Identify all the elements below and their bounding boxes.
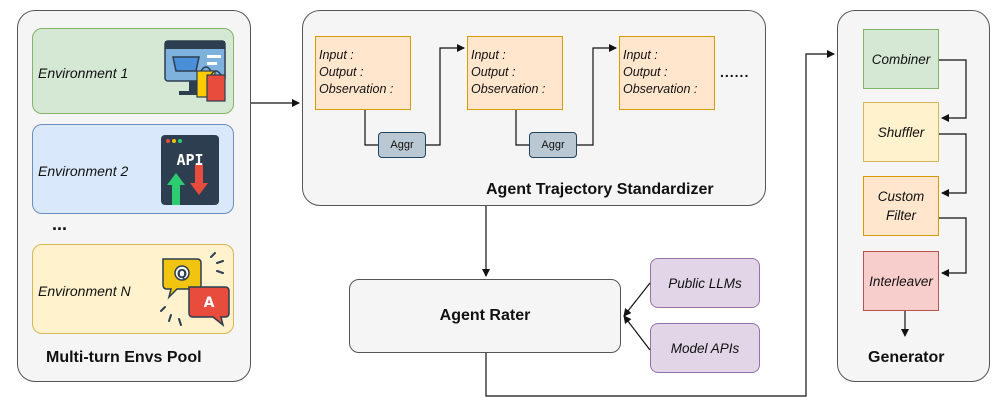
arrow-shuffler-to-filter	[939, 133, 967, 197]
environment-1-label: Environment 1	[38, 65, 129, 81]
aggr-node-2: Aggr	[529, 132, 577, 158]
environment-2-box: Environment 2 API	[32, 124, 234, 214]
step-observation-label: Observation :	[471, 82, 546, 96]
qa-icon-q: Q	[177, 267, 187, 281]
environment-n-label: Environment N	[38, 283, 131, 299]
generator-title: Generator	[868, 349, 945, 366]
step-output-label: Output :	[471, 65, 516, 79]
step-input-label: Input :	[471, 48, 506, 62]
arrow-filter-to-interleaver	[939, 217, 967, 277]
step-output-label: Output :	[319, 65, 364, 79]
api-icon-text: API	[176, 151, 203, 169]
arrow-public-llms-to-rater	[623, 282, 651, 317]
trajectory-step-2: Input : Output : Observation :	[467, 36, 563, 110]
arrow-step2-to-aggr2	[515, 110, 529, 146]
api-icon: API	[161, 135, 219, 205]
environment-2-label: Environment 2	[38, 163, 129, 179]
step-observation-label: Observation :	[319, 82, 394, 96]
shopping-icon	[164, 40, 226, 102]
custom-filter-box: Custom Filter	[863, 176, 939, 236]
environment-1-box: Environment 1	[32, 28, 234, 114]
model-apis-box: Model APIs	[650, 323, 760, 373]
combiner-box: Combiner	[863, 29, 939, 89]
step-input-label: Input :	[319, 48, 354, 62]
arrow-model-apis-to-rater	[623, 315, 651, 351]
trajectory-step-3: Input : Output : Observation :	[619, 36, 715, 110]
agent-rater-title: Agent Rater	[439, 307, 531, 324]
arrow-rater-to-generator	[485, 50, 835, 397]
step-output-label: Output :	[623, 65, 668, 79]
shuffler-box: Shuffler	[863, 102, 939, 162]
step-input-label: Input :	[623, 48, 658, 62]
qa-icon: Q A	[160, 252, 230, 327]
step-observation-label: Observation :	[623, 82, 698, 96]
envs-pool-title: Multi-turn Envs Pool	[46, 349, 202, 366]
arrow-aggr1-to-step2	[426, 44, 465, 146]
public-llms-box: Public LLMs	[650, 258, 760, 308]
agent-rater-box: Agent Rater	[349, 279, 621, 353]
interleaver-box: Interleaver	[863, 251, 939, 311]
standardizer-title: Agent Trajectory Standardizer	[486, 181, 714, 198]
environment-n-box: Environment N Q A	[32, 244, 234, 334]
arrow-aggr2-to-step3	[577, 44, 617, 146]
aggr-node-1: Aggr	[378, 132, 426, 158]
trajectory-continuation: ......	[720, 64, 750, 80]
trajectory-step-1: Input : Output : Observation :	[315, 36, 411, 110]
environments-ellipsis: ...	[52, 214, 68, 234]
arrow-step1-to-aggr1	[364, 110, 378, 146]
qa-icon-a: A	[204, 295, 215, 311]
arrow-combiner-to-shuffler	[939, 59, 967, 122]
